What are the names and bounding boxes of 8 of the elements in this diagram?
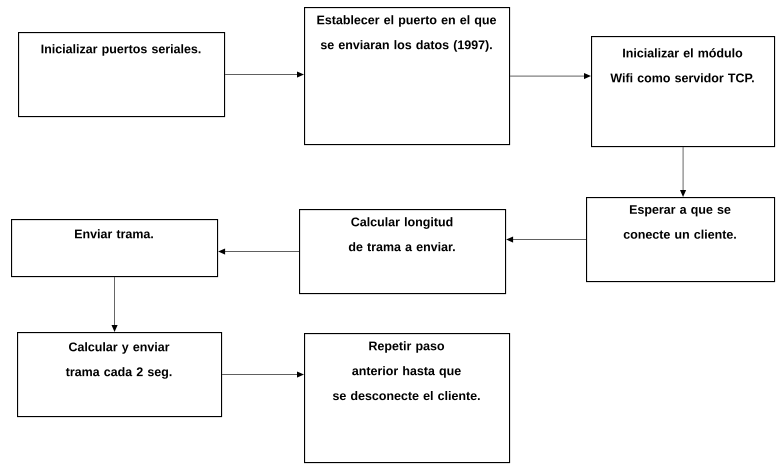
process-box: Esperar a que se conecte un cliente. (586, 196, 776, 282)
process-box: Calcular longitud de trama a enviar. (299, 208, 506, 294)
process-box: Establecer el puerto en el que se enviaran los datos (1997). (304, 7, 510, 146)
process-box: Enviar trama. (11, 218, 218, 278)
process-box: Inicializar el módulo Wifi como servidor TCP. (591, 36, 776, 148)
process-box: Repetir paso anterior hasta que se desconecte el cliente. (304, 332, 510, 464)
process-box: Inicializar puertos seriales. (18, 32, 226, 118)
process-box: Calcular y enviar trama cada 2 seg. (17, 332, 222, 418)
